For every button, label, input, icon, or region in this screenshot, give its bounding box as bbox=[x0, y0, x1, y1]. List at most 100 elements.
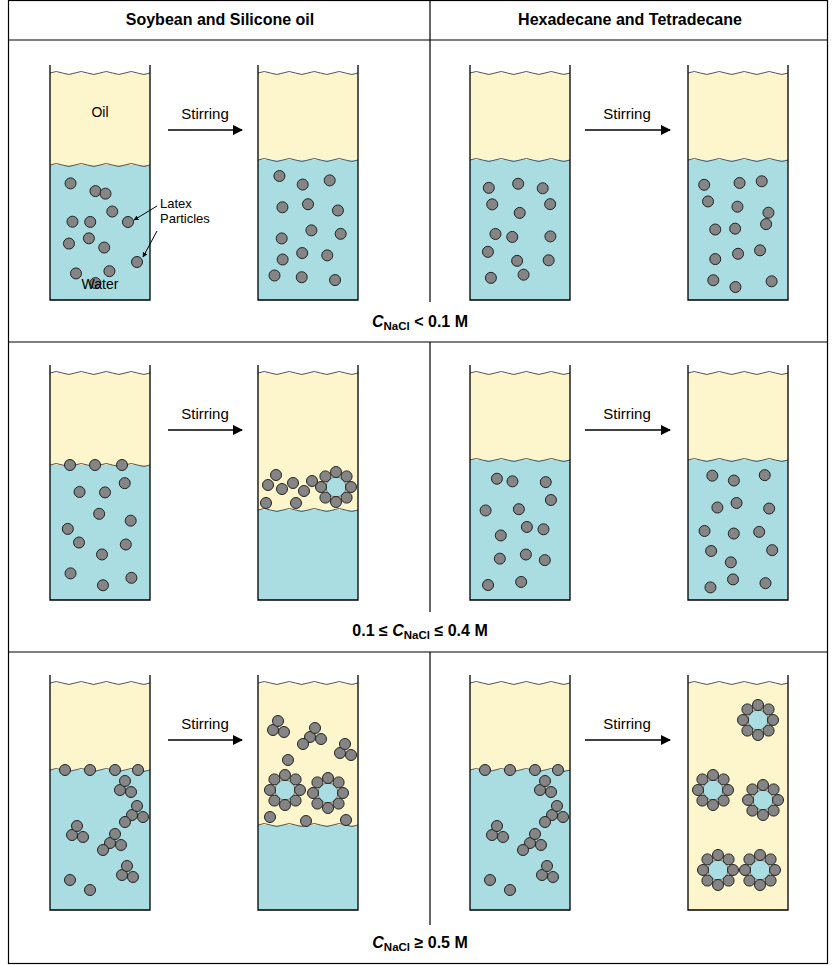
latex-particle bbox=[731, 497, 742, 508]
latex-particle bbox=[505, 765, 516, 776]
latex-particle bbox=[513, 178, 524, 189]
latex-particle bbox=[85, 885, 96, 896]
beaker bbox=[688, 65, 788, 300]
latex-particle bbox=[498, 832, 509, 843]
latex-particle bbox=[332, 205, 343, 216]
latex-particle bbox=[490, 228, 501, 239]
condition-label: CNaCl < 0.1 M bbox=[372, 313, 468, 334]
step-label: Stirring bbox=[181, 105, 229, 122]
latex-particle bbox=[320, 471, 331, 482]
oil-phase bbox=[688, 683, 788, 910]
latex-particle bbox=[271, 470, 282, 481]
phase-label: Oil bbox=[91, 104, 108, 120]
latex-particle bbox=[297, 248, 308, 259]
latex-particle bbox=[322, 250, 333, 261]
latex-particle bbox=[323, 803, 334, 814]
latex-particle bbox=[744, 875, 755, 886]
latex-particle bbox=[316, 734, 327, 745]
latex-particle bbox=[116, 840, 127, 851]
latex-particle bbox=[331, 497, 342, 508]
latex-particle bbox=[516, 576, 527, 587]
latex-particle bbox=[768, 784, 779, 795]
table-frame bbox=[9, 0, 828, 964]
latex-particle bbox=[261, 498, 272, 509]
latex-particle bbox=[290, 795, 301, 806]
latex-particle bbox=[530, 765, 541, 776]
latex-particle bbox=[548, 872, 559, 883]
latex-particle bbox=[120, 817, 131, 828]
latex-particle bbox=[110, 829, 121, 840]
water-phase bbox=[470, 460, 570, 600]
latex-particle bbox=[513, 504, 524, 515]
condition-label: CNaCl ≥ 0.5 M bbox=[372, 934, 468, 955]
latex-particle bbox=[487, 199, 498, 210]
latex-particle bbox=[755, 880, 766, 891]
latex-particle bbox=[755, 245, 766, 256]
latex-particle bbox=[768, 805, 779, 816]
step-label: Stirring bbox=[181, 405, 229, 422]
latex-particle bbox=[307, 476, 318, 487]
latex-particle bbox=[495, 530, 506, 541]
latex-particle bbox=[123, 217, 134, 228]
particle-label: Latex Particles bbox=[160, 197, 216, 227]
latex-particle bbox=[505, 885, 516, 896]
latex-particle bbox=[100, 188, 111, 199]
water-phase bbox=[688, 160, 788, 300]
latex-particle bbox=[740, 865, 751, 876]
latex-particle bbox=[542, 861, 553, 872]
latex-particle bbox=[730, 282, 741, 293]
latex-particle bbox=[97, 549, 108, 560]
water-phase bbox=[470, 160, 570, 300]
latex-particle bbox=[299, 486, 310, 497]
column-heading: Hexadecane and Tetradecane bbox=[518, 11, 742, 29]
latex-particle bbox=[133, 765, 144, 776]
latex-particle bbox=[277, 202, 288, 213]
beaker bbox=[50, 675, 150, 910]
latex-particle bbox=[773, 795, 784, 806]
oil-phase bbox=[688, 373, 788, 460]
stirring-arrow bbox=[168, 739, 242, 740]
step-label: Stirring bbox=[181, 715, 229, 732]
latex-particle bbox=[707, 470, 718, 481]
latex-particle bbox=[295, 785, 306, 796]
latex-particle bbox=[693, 785, 704, 796]
latex-particle bbox=[126, 787, 137, 798]
latex-particle bbox=[291, 498, 302, 509]
latex-particle bbox=[333, 777, 344, 788]
latex-particle bbox=[546, 787, 557, 798]
water-phase bbox=[50, 165, 150, 300]
water-phase bbox=[50, 770, 150, 910]
latex-particle bbox=[697, 774, 708, 785]
latex-particle bbox=[708, 800, 719, 811]
latex-particle bbox=[330, 275, 341, 286]
latex-particle bbox=[104, 266, 115, 277]
latex-particle bbox=[290, 774, 301, 785]
latex-particle bbox=[553, 765, 564, 776]
latex-particle bbox=[767, 545, 778, 556]
latex-particle bbox=[530, 829, 541, 840]
latex-particle bbox=[306, 225, 317, 236]
beaker bbox=[688, 675, 788, 910]
oil-phase bbox=[688, 73, 788, 160]
latex-particle bbox=[708, 275, 719, 286]
latex-particle bbox=[340, 739, 351, 750]
latex-particle bbox=[120, 776, 131, 787]
latex-particle bbox=[770, 865, 781, 876]
latex-particle bbox=[78, 832, 89, 843]
latex-particle bbox=[728, 865, 739, 876]
latex-particle bbox=[756, 176, 767, 187]
latex-particle bbox=[725, 557, 736, 568]
latex-particle bbox=[702, 854, 713, 865]
latex-particle bbox=[273, 716, 284, 727]
stirring-arrow bbox=[585, 129, 670, 130]
latex-particle bbox=[537, 183, 548, 194]
latex-particle bbox=[742, 704, 753, 715]
latex-particle bbox=[765, 875, 776, 886]
latex-particle bbox=[723, 785, 734, 796]
latex-particle bbox=[265, 785, 276, 796]
latex-particle bbox=[110, 765, 121, 776]
latex-particle bbox=[710, 224, 721, 235]
latex-particle bbox=[706, 545, 717, 556]
